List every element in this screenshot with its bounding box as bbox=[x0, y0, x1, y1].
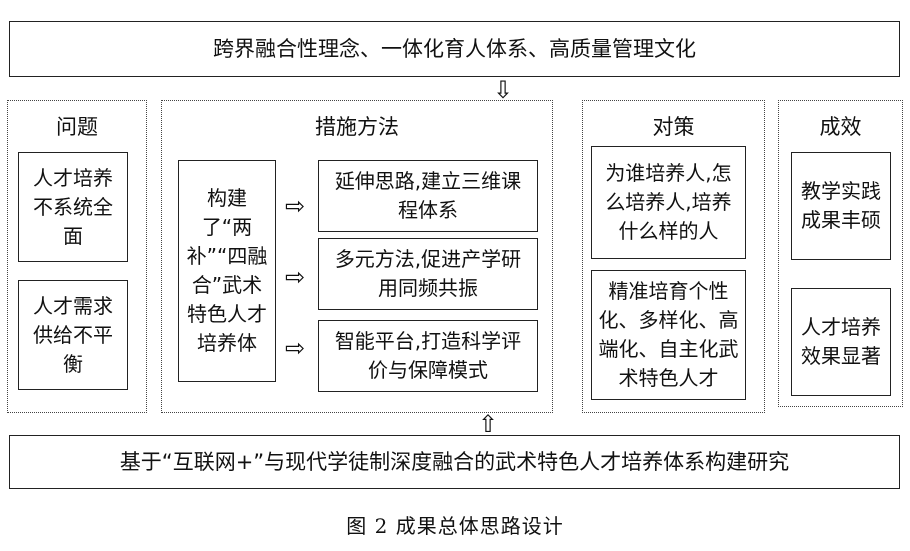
method-arrow-1-icon: ⇨ bbox=[285, 192, 306, 220]
strategy-item-2: 精准培育个性化、多样化、高端化、自主化武术特色人才 bbox=[591, 270, 746, 400]
strategy-item-1: 为谁培养人,怎么培养人,培养什么样的人 bbox=[591, 146, 746, 259]
method-arrow-2-icon: ⇨ bbox=[285, 263, 306, 291]
method-arrow-3-icon: ⇨ bbox=[285, 334, 306, 362]
problem-item-2-text: 人才需求供给不平衡 bbox=[33, 293, 113, 376]
down-arrow-icon: ⇩ bbox=[493, 76, 514, 104]
top-banner: 跨界融合性理念、一体化育人体系、高质量管理文化 bbox=[9, 21, 900, 77]
up-arrow-icon: ⇧ bbox=[478, 410, 499, 438]
problems-panel: 问题 bbox=[7, 100, 147, 413]
method-item-2-text: 多元方法,促进产学研用同频共振 bbox=[334, 247, 522, 300]
methods-core-box: 构建了“两补”“四融合”武术特色人才培养体 bbox=[178, 160, 276, 382]
problems-title: 问题 bbox=[56, 115, 98, 139]
strategy-item-1-text: 为谁培养人,怎么培养人,培养什么样的人 bbox=[605, 161, 732, 243]
results-title: 成效 bbox=[819, 115, 862, 139]
bottom-banner-text: 基于“互联网+”与现代学徒制深度融合的武术特色人才培养体系构建研究 bbox=[119, 449, 790, 474]
methods-core-text: 构建了“两补”“四融合”武术特色人才培养体 bbox=[186, 186, 268, 355]
problem-item-2: 人才需求供给不平衡 bbox=[18, 280, 128, 390]
problem-item-1: 人才培养不系统全面 bbox=[18, 152, 128, 262]
figure-caption: 图 2 成果总体思路设计 bbox=[346, 514, 564, 538]
result-item-2: 人才培养效果显著 bbox=[791, 288, 891, 396]
result-item-1-text: 教学实践成果丰硕 bbox=[801, 179, 881, 232]
methods-panel: 措施方法 bbox=[161, 100, 553, 413]
strategies-title: 对策 bbox=[652, 115, 695, 139]
strategy-item-2-text: 精准培育个性化、多样化、高端化、自主化武术特色人才 bbox=[598, 279, 739, 390]
strategies-panel: 对策 bbox=[582, 100, 765, 413]
results-panel: 成效 bbox=[778, 100, 903, 407]
bottom-banner: 基于“互联网+”与现代学徒制深度融合的武术特色人才培养体系构建研究 bbox=[9, 435, 900, 489]
methods-title: 措施方法 bbox=[315, 115, 399, 139]
method-item-3: 智能平台,打造科学评价与保障模式 bbox=[318, 320, 538, 392]
problem-item-1-text: 人才培养不系统全面 bbox=[33, 165, 113, 248]
method-item-1: 延伸思路,建立三维课程体系 bbox=[318, 160, 538, 232]
result-item-1: 教学实践成果丰硕 bbox=[791, 152, 891, 260]
method-item-1-text: 延伸思路,建立三维课程体系 bbox=[334, 169, 522, 222]
result-item-2-text: 人才培养效果显著 bbox=[801, 315, 881, 368]
method-item-2: 多元方法,促进产学研用同频共振 bbox=[318, 238, 538, 310]
top-banner-text: 跨界融合性理念、一体化育人体系、高质量管理文化 bbox=[213, 36, 696, 61]
method-item-3-text: 智能平台,打造科学评价与保障模式 bbox=[334, 329, 522, 382]
